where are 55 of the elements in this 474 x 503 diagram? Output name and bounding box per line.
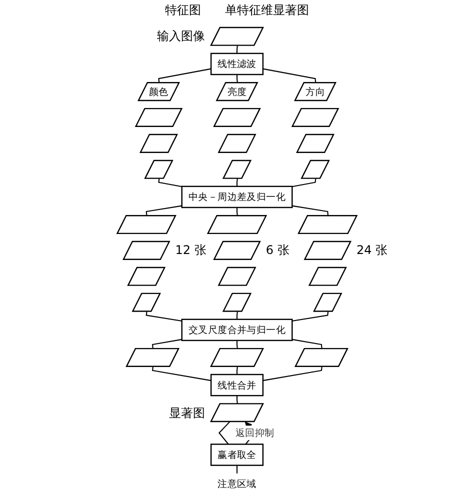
connector	[262, 68, 316, 84]
node-parallelogram	[210, 26, 264, 46]
node-parallelogram	[294, 348, 348, 368]
node-caption: 6 张	[266, 242, 290, 260]
node-box: 线性滤波	[210, 52, 264, 76]
connector	[292, 338, 322, 350]
edge-label: 返回抑制	[235, 427, 274, 439]
node-parallelogram	[210, 403, 264, 422]
connector	[292, 205, 329, 216]
node-parallelogram	[304, 240, 352, 260]
node-parallelogram	[122, 240, 170, 260]
node-parallelogram	[127, 266, 166, 286]
connector	[262, 366, 322, 382]
node-parallelogram	[222, 160, 252, 179]
connector	[236, 178, 238, 186]
node-parallelogram	[206, 214, 268, 234]
connector	[158, 68, 212, 84]
note-label: 单特征维显著图	[225, 2, 309, 19]
node-box: 赢者取全	[210, 444, 264, 466]
node-parallelogram	[116, 214, 176, 234]
connector	[158, 178, 182, 188]
node-parallelogram	[308, 266, 347, 286]
node-parallelogram	[222, 292, 252, 312]
node-parallelogram	[132, 292, 161, 312]
node-parallelogram	[213, 108, 261, 128]
node-parallelogram	[300, 160, 330, 179]
node-parallelogram	[296, 134, 335, 153]
connector	[292, 178, 316, 188]
node-caption: 输入图像	[156, 28, 205, 46]
node-parallelogram	[144, 160, 174, 179]
connector	[236, 46, 238, 54]
node-parallelogram	[139, 134, 178, 153]
connector	[152, 338, 182, 350]
node-parallelogram	[210, 348, 264, 368]
node-caption: 显著图	[168, 404, 205, 422]
node-parallelogram	[218, 134, 256, 153]
node-box: 交叉尺度合并与归一化	[181, 318, 293, 342]
node-box: 线性合并	[210, 374, 264, 396]
node-box: 中央－周边差及归一化	[181, 186, 293, 208]
node-parallelogram	[291, 108, 340, 128]
node-parallelogram	[298, 214, 358, 234]
node-caption: 12 张	[175, 242, 206, 260]
connector	[152, 366, 212, 382]
connector	[146, 205, 182, 216]
node-text: 注意区域	[218, 478, 256, 490]
node-parallelogram	[134, 108, 183, 128]
connector	[236, 312, 238, 320]
node-parallelogram	[218, 266, 256, 286]
node-parallelogram	[313, 292, 342, 312]
connector	[146, 312, 182, 322]
note-label: 特征图	[165, 2, 201, 19]
connector	[292, 312, 329, 322]
node-parallelogram	[126, 348, 180, 368]
node-parallelogram	[213, 240, 261, 260]
node-caption: 24 张	[356, 242, 388, 260]
